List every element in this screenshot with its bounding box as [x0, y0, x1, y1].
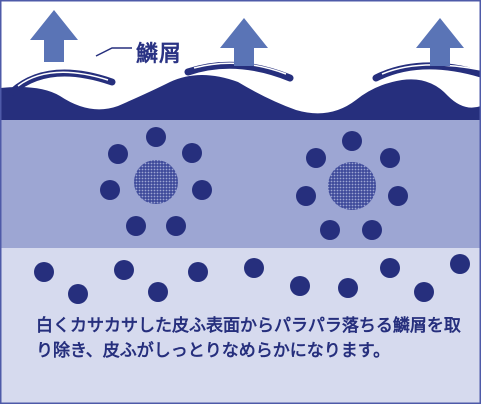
dot-icon: [34, 262, 54, 282]
label-leader-line: [95, 47, 132, 57]
skin-surface-wave: [0, 75, 481, 120]
scale-label: 鱗屑: [136, 42, 183, 67]
scale-flake-3-shine: [381, 64, 481, 75]
dot-icon: [68, 284, 88, 304]
up-arrow-icon: [30, 10, 78, 62]
up-arrow-icon: [220, 18, 268, 66]
lower-band: [0, 248, 481, 404]
dot-icon: [114, 260, 134, 280]
scale-flake-1-shine: [17, 71, 109, 87]
dot-icon: [290, 276, 310, 296]
particle-cluster-icon: [100, 127, 212, 236]
scale-flake-3: [372, 62, 481, 82]
dot-icon: [380, 258, 400, 278]
caption-text: 白くカサカサした皮ふ表面からパラパラ落ちる鱗屑を取り除き、皮ふがしっとりなめらか…: [36, 316, 461, 361]
middle-band: [0, 118, 481, 248]
dot-icon: [188, 262, 208, 282]
dot-icon: [414, 282, 434, 302]
dot-icon: [450, 254, 470, 274]
particle-cluster-icon: [296, 131, 408, 240]
dot-icon: [338, 278, 358, 298]
falling-dots: [34, 254, 470, 304]
dot-icon: [244, 258, 264, 278]
dot-icon: [148, 282, 168, 302]
up-arrow-icon: [416, 18, 464, 66]
